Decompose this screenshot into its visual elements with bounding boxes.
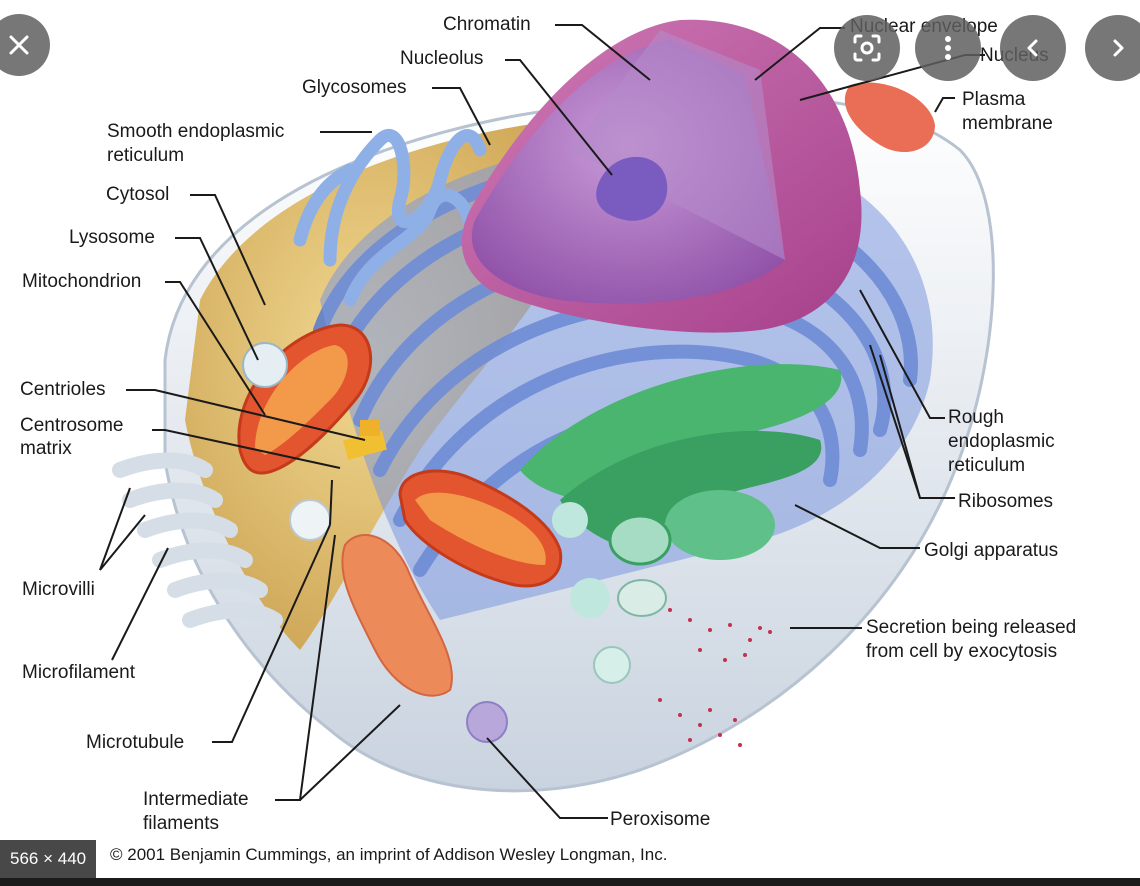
bottom-bar xyxy=(0,878,1140,886)
mitochondria-shapes xyxy=(237,82,935,697)
label-smooth-er-1: Smooth endoplasmic xyxy=(107,121,285,142)
label-lysosome: Lysosome xyxy=(69,227,155,248)
chevron-left-icon xyxy=(1027,39,1038,57)
label-microtubule: Microtubule xyxy=(86,732,185,753)
lens-icon xyxy=(853,34,881,62)
label-ribosomes: Ribosomes xyxy=(958,491,1054,512)
label-centrosome-2: matrix xyxy=(20,438,72,459)
label-plasma-2: membrane xyxy=(962,113,1053,134)
small-organelles xyxy=(242,342,631,743)
label-glycosomes: Glycosomes xyxy=(302,77,407,98)
label-golgi: Golgi apparatus xyxy=(924,540,1059,561)
label-rough-er-1: Rough xyxy=(948,407,1004,428)
chevron-right-icon xyxy=(1113,39,1124,57)
label-intermediate-2: filaments xyxy=(143,813,220,834)
label-secretion-1: Secretion being released xyxy=(866,617,1077,638)
label-secretion-2: from cell by exocytosis xyxy=(866,641,1058,662)
label-mitochondrion: Mitochondrion xyxy=(22,271,142,292)
more-vert-icon xyxy=(945,36,951,60)
label-rough-er-3: reticulum xyxy=(948,455,1026,476)
label-nucleolus: Nucleolus xyxy=(400,48,484,69)
label-centrosome-1: Centrosome xyxy=(20,415,124,436)
more-options-button[interactable] xyxy=(915,15,981,81)
next-image-button[interactable] xyxy=(1085,15,1140,81)
leader-lines xyxy=(99,24,985,819)
secretion-dots xyxy=(658,608,772,747)
smooth-er-shape xyxy=(293,129,487,307)
lens-button[interactable] xyxy=(834,15,900,81)
golgi-shape xyxy=(520,364,842,618)
label-rough-er-2: endoplasmic xyxy=(948,431,1055,452)
label-smooth-er-2: reticulum xyxy=(107,145,185,166)
image-dimensions-badge: 566 × 440 xyxy=(0,840,97,878)
nucleus-shape xyxy=(461,19,862,333)
prev-image-button[interactable] xyxy=(1000,15,1066,81)
label-microvilli: Microvilli xyxy=(22,579,95,600)
label-microfilament: Microfilament xyxy=(22,662,135,683)
label-plasma-1: Plasma xyxy=(962,89,1026,110)
copyright-text: © 2001 Benjamin Cummings, an imprint of … xyxy=(110,845,668,864)
label-intermediate-1: Intermediate xyxy=(143,789,249,810)
label-chromatin: Chromatin xyxy=(443,14,531,35)
label-centrioles: Centrioles xyxy=(20,379,106,400)
microvilli-shape xyxy=(112,452,283,628)
close-icon xyxy=(9,35,29,55)
close-button[interactable] xyxy=(0,14,50,76)
label-peroxisome: Peroxisome xyxy=(610,809,711,830)
label-cytosol: Cytosol xyxy=(106,184,170,205)
